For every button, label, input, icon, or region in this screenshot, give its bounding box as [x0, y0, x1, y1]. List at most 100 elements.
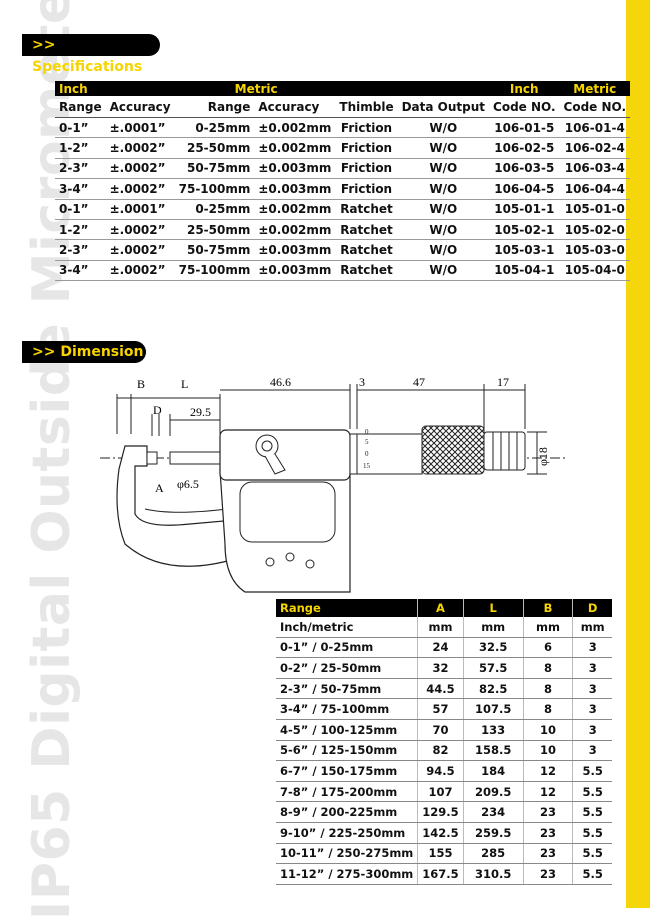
cell-range-inch: 0-1” — [55, 199, 106, 220]
cell-d: 5.5 — [572, 801, 612, 823]
cell-range: 4-5” / 100-125mm — [276, 719, 418, 741]
cell-d: 5.5 — [572, 822, 612, 844]
cell-l: 234 — [462, 801, 524, 823]
cell-range-inch: 2-3” — [55, 239, 106, 261]
cell-accuracy-inch: ±.0002” — [105, 260, 175, 282]
unit-a: mm — [417, 617, 464, 638]
cell-data-output: W/O — [397, 199, 490, 220]
cell-range-inch: 3-4” — [55, 178, 106, 200]
scale-mark-2: 5 — [365, 438, 369, 446]
cell-accuracy-inch: ±.0001” — [105, 117, 175, 139]
cell-b: 12 — [522, 781, 573, 803]
label-dia-6-5: φ6.5 — [177, 477, 199, 491]
label-a: A — [155, 481, 164, 495]
group-header-metric: Metric — [174, 81, 490, 96]
column-header-d: D — [572, 599, 612, 617]
cell-code-metric: 105-03-0 — [559, 239, 631, 261]
cell-code-metric: 106-02-4 — [559, 137, 631, 159]
cell-b: 12 — [522, 760, 573, 782]
cell-range: 0-2” / 25-50mm — [276, 657, 418, 679]
unit-b: mm — [522, 617, 573, 638]
specifications-heading: >> Specifications — [22, 34, 160, 75]
cell-accuracy-metric: ±0.003mm — [254, 158, 336, 180]
cell-range-metric: 25-50mm — [174, 219, 255, 241]
cell-accuracy-metric: ±0.002mm — [254, 137, 336, 159]
cell-b: 10 — [522, 719, 573, 741]
cell-l: 209.5 — [462, 781, 524, 803]
cell-range: 0-1” / 0-25mm — [276, 637, 418, 659]
column-header-code-inch: Code NO. — [489, 96, 560, 118]
column-header-accuracy-inch: Accuracy — [105, 96, 175, 118]
unit-l: mm — [462, 617, 524, 638]
cell-accuracy-metric: ±0.002mm — [254, 117, 336, 139]
label-3: 3 — [359, 375, 365, 389]
cell-range-inch: 1-2” — [55, 137, 106, 159]
cell-accuracy-inch: ±.0002” — [105, 219, 175, 241]
cell-d: 3 — [572, 698, 612, 720]
cell-range: 11-12” / 275-300mm — [276, 863, 418, 885]
cell-a: 24 — [417, 637, 464, 659]
label-46-6: 46.6 — [270, 375, 291, 389]
cell-l: 57.5 — [462, 657, 524, 679]
cell-l: 32.5 — [462, 637, 524, 659]
cell-accuracy-metric: ±0.002mm — [254, 199, 336, 220]
cell-code-metric: 106-01-4 — [559, 117, 631, 139]
cell-l: 285 — [462, 843, 524, 865]
cell-range-metric: 0-25mm — [174, 117, 255, 139]
cell-range-inch: 0-1” — [55, 117, 106, 139]
cell-code-inch: 105-04-1 — [489, 260, 560, 282]
cell-accuracy-metric: ±0.003mm — [254, 260, 336, 282]
cell-code-inch: 105-02-1 — [489, 219, 560, 241]
cell-d: 5.5 — [572, 760, 612, 782]
cell-l: 107.5 — [462, 698, 524, 720]
cell-thimble: Friction — [335, 117, 398, 139]
label-47: 47 — [413, 375, 425, 389]
column-header-data-output: Data Output — [397, 96, 490, 118]
cell-accuracy-inch: ±.0002” — [105, 239, 175, 261]
unit-range: Inch/metric — [276, 617, 418, 638]
cell-data-output: W/O — [397, 158, 490, 180]
label-l: L — [181, 377, 188, 391]
cell-data-output: W/O — [397, 178, 490, 200]
cell-b: 8 — [522, 657, 573, 679]
cell-range: 6-7” / 150-175mm — [276, 760, 418, 782]
cell-a: 107 — [417, 781, 464, 803]
column-header-accuracy-metric: Accuracy — [254, 96, 336, 118]
cell-l: 310.5 — [462, 863, 524, 885]
cell-b: 23 — [522, 801, 573, 823]
cell-b: 6 — [522, 637, 573, 659]
cell-code-inch: 106-01-5 — [489, 117, 560, 139]
cell-range-metric: 0-25mm — [174, 199, 255, 220]
group-header-inch: Inch — [55, 81, 175, 96]
cell-l: 82.5 — [462, 678, 524, 700]
cell-d: 3 — [572, 740, 612, 762]
cell-l: 259.5 — [462, 822, 524, 844]
cell-b: 10 — [522, 740, 573, 762]
cell-range: 7-8” / 175-200mm — [276, 781, 418, 803]
scale-mark-1: 0 — [365, 428, 369, 436]
cell-d: 5.5 — [572, 781, 612, 803]
cell-code-inch: 105-01-1 — [489, 199, 560, 220]
column-header-range: Range — [276, 599, 418, 617]
cell-a: 142.5 — [417, 822, 464, 844]
label-dia-18: φ18 — [536, 447, 550, 466]
label-17: 17 — [497, 375, 509, 389]
cell-code-inch: 105-03-1 — [489, 239, 560, 261]
cell-accuracy-inch: ±.0001” — [105, 199, 175, 220]
cell-range: 5-6” / 125-150mm — [276, 740, 418, 762]
